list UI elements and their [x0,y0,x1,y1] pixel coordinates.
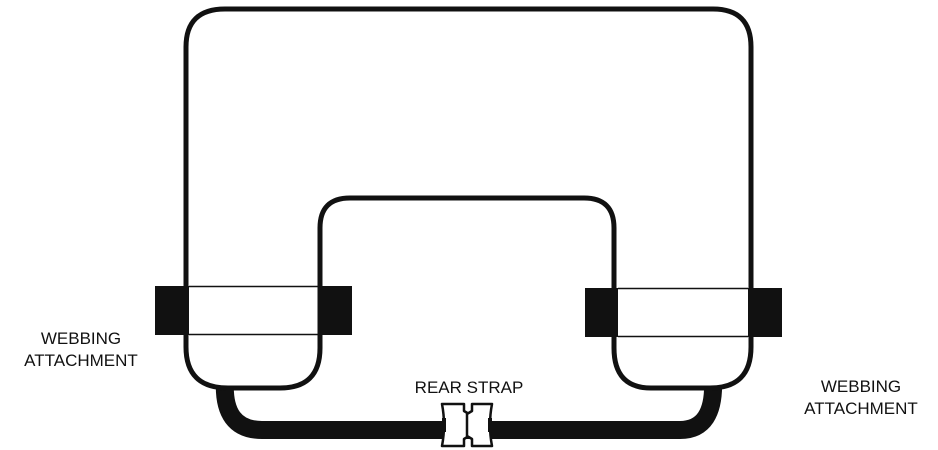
webbing-right-line-1: WEBBING [820,377,902,396]
webbing-left-line-2: ATTACHMENT [24,351,138,370]
webbing-attachment-left [155,285,352,336]
webbing-right-line-2: ATTACHMENT [804,399,918,418]
webbing-block-right-inner [585,288,618,337]
buckle-right-half [465,402,494,448]
rear-strap-label: REAR STRAP [414,378,524,397]
buckle-left-half [440,402,471,448]
buckle-right-tab [488,418,492,432]
frame-outline [183,6,754,391]
webbing-left-line-1: WEBBING [40,329,122,348]
webbing-block-right-outer [748,288,782,337]
webbing-block-left-outer [155,286,189,335]
webbing-attachment-left-label: WEBBING ATTACHMENT [6,328,156,372]
webbing-attachment-right [585,287,782,338]
rear-strap-buckle [440,402,494,448]
buckle-left-tab [442,418,446,432]
webbing-attachment-right-label: WEBBING ATTACHMENT [786,376,936,420]
webbing-block-left-inner [318,286,352,335]
